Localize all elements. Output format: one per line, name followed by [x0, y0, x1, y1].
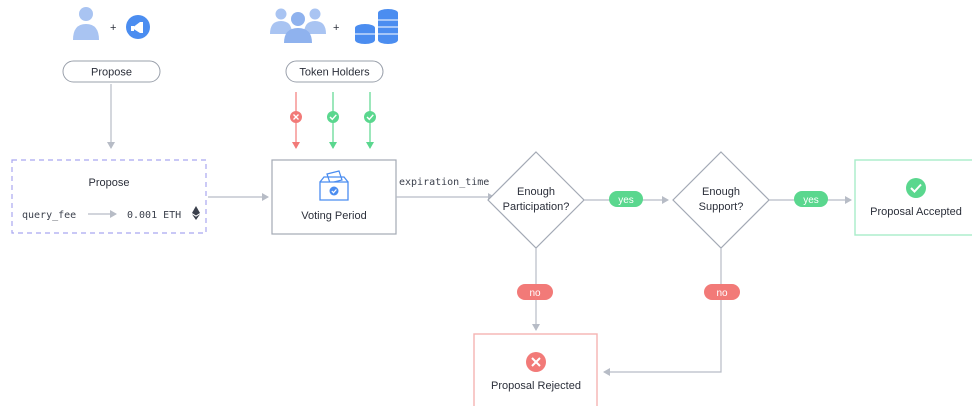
query-fee-value: 0.001 ETH	[127, 210, 181, 221]
users-group-icon	[270, 8, 326, 43]
megaphone-icon	[126, 15, 150, 39]
no-pill-label: no	[529, 288, 541, 299]
check-circle-icon	[327, 111, 339, 123]
plus-sign: +	[110, 22, 116, 34]
yes-pill-label: yes	[618, 195, 634, 206]
arrow-no-support	[603, 248, 722, 376]
voting-period-label: Voting Period	[301, 210, 366, 222]
proposal-rejected-label: Proposal Rejected	[491, 380, 581, 392]
token-holders-pill-label: Token Holders	[299, 67, 370, 79]
proposer-user-icon	[73, 7, 99, 40]
expiration-time-label: expiration_time	[399, 177, 489, 188]
propose-box: Propose query_fee 0.001 ETH	[11, 159, 207, 234]
participation-decision: Enough Participation?	[487, 151, 585, 249]
propose-pill-label: Propose	[91, 67, 132, 79]
check-circle-icon	[906, 178, 926, 198]
propose-box-title: Propose	[89, 177, 130, 189]
vote-for-arrow	[327, 92, 339, 149]
no-pill: no	[704, 284, 740, 300]
no-pill: no	[517, 284, 553, 300]
support-line-1: Enough	[702, 186, 740, 198]
support-decision: Enough Support?	[672, 151, 770, 249]
yes-pill: yes	[609, 191, 643, 207]
check-circle-icon	[364, 111, 376, 123]
ethereum-icon	[192, 206, 200, 220]
yes-pill-label: yes	[803, 195, 819, 206]
coin-stack-icon	[355, 9, 398, 44]
vote-for-arrow	[364, 92, 376, 149]
token-holders-pill: Token Holders	[285, 60, 384, 83]
proposal-rejected-box: Proposal Rejected	[473, 333, 598, 406]
ballot-box-icon	[319, 170, 349, 201]
support-line-2: Support?	[699, 201, 744, 213]
no-pill-label: no	[716, 288, 728, 299]
yes-pill: yes	[794, 191, 828, 207]
participation-line-2: Participation?	[503, 201, 570, 213]
proposal-accepted-box: Proposal Accepted	[854, 159, 972, 236]
proposal-accepted-label: Proposal Accepted	[870, 206, 962, 218]
voting-period-box: Voting Period	[271, 159, 397, 235]
propose-pill: Propose	[62, 60, 161, 83]
plus-sign: +	[333, 22, 339, 34]
vote-against-arrow	[290, 92, 302, 149]
query-fee-label: query_fee	[22, 210, 76, 221]
participation-line-1: Enough	[517, 186, 555, 198]
